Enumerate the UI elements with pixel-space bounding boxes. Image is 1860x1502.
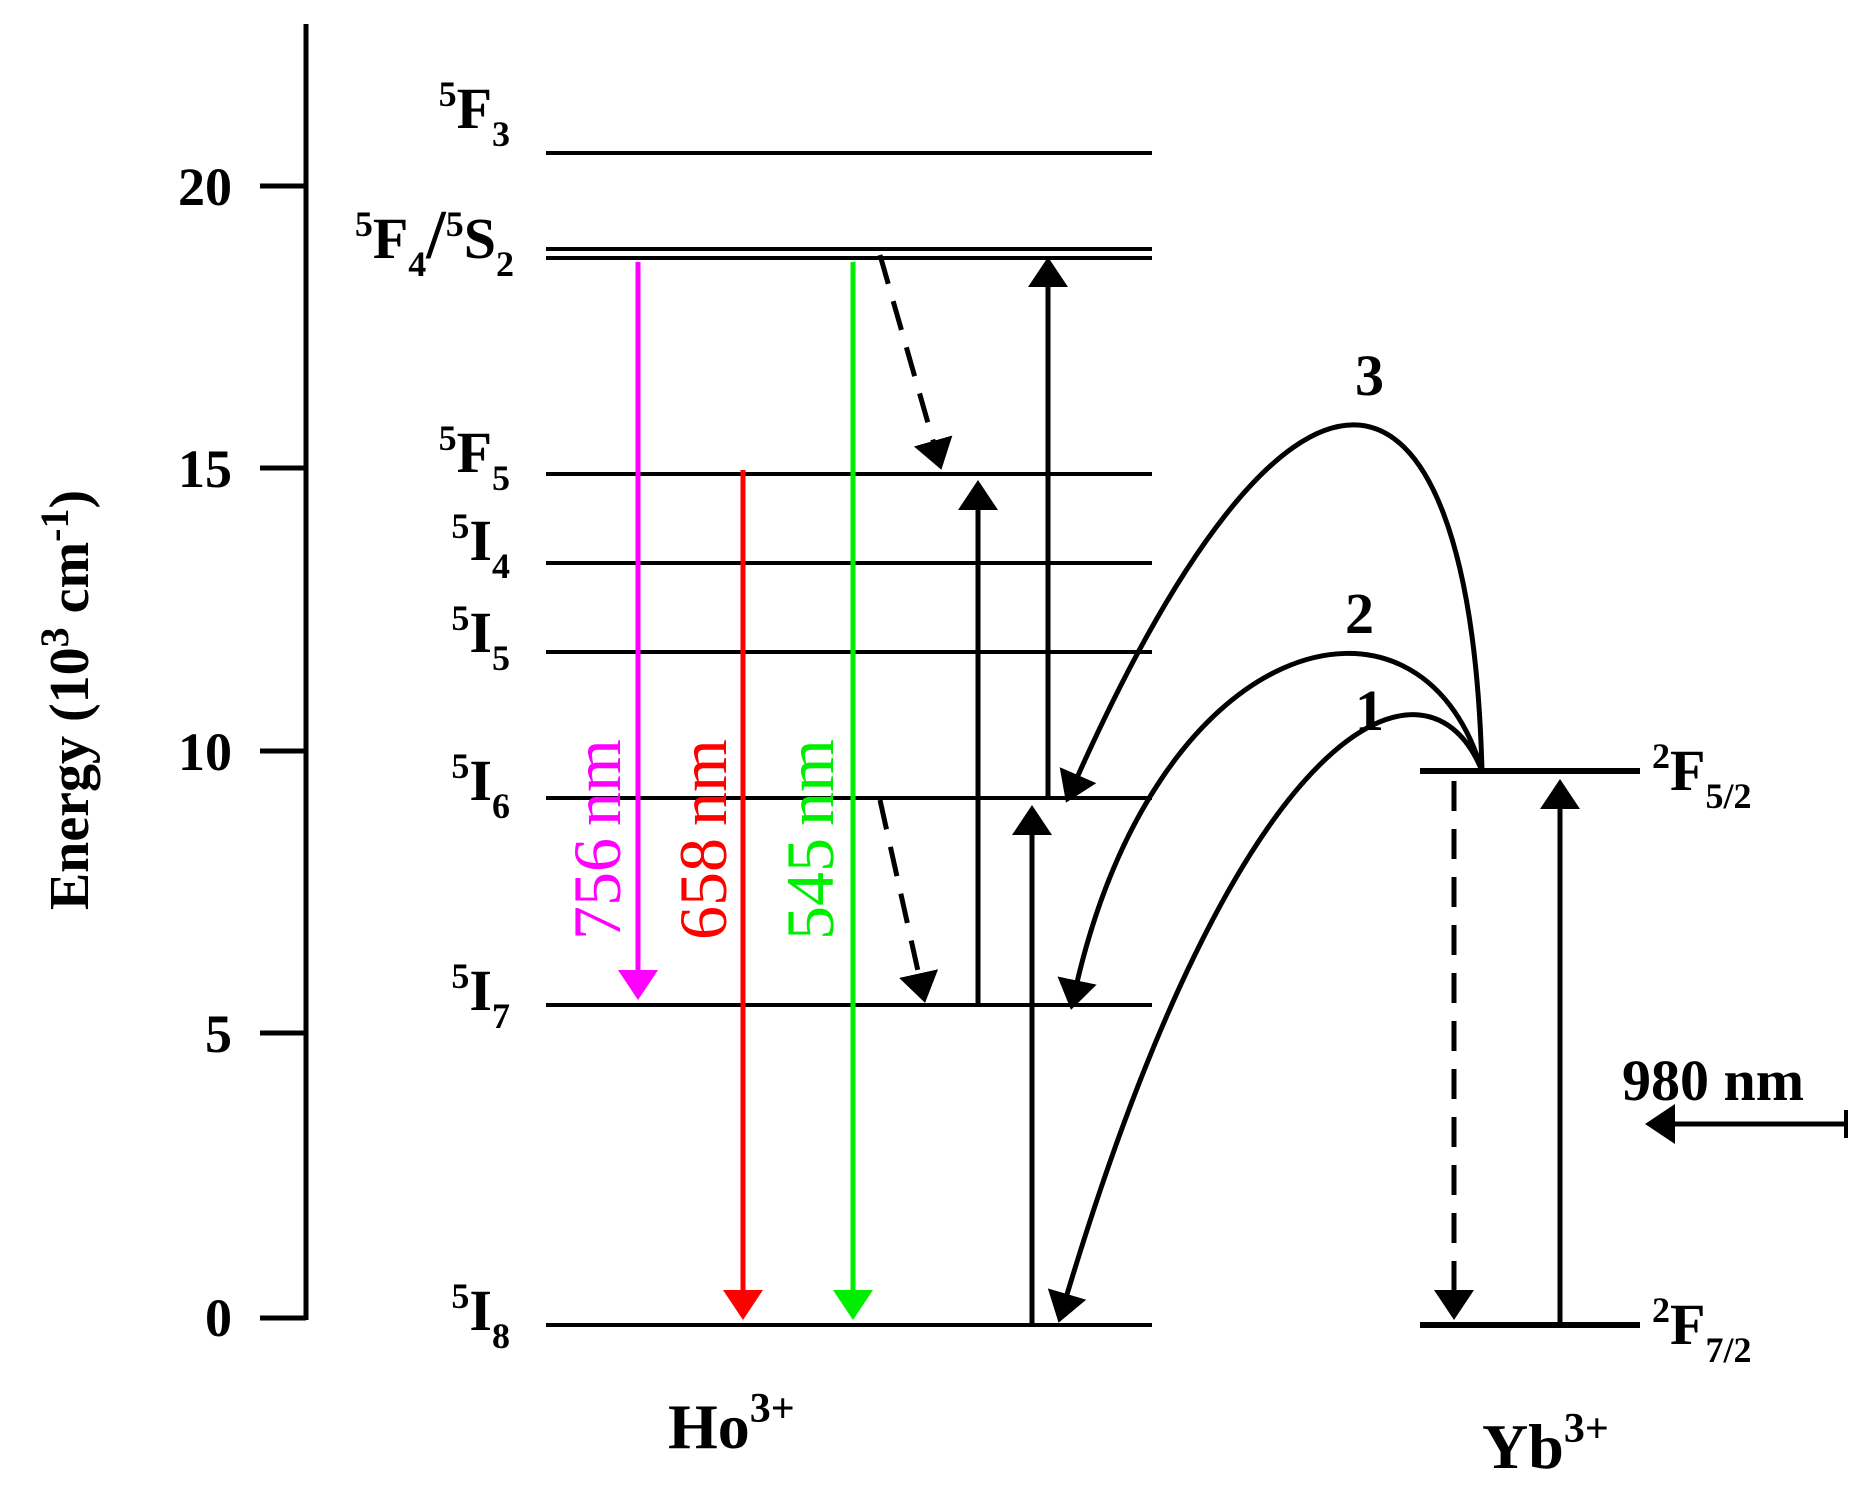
label-5I7: 5I7 (451, 956, 510, 1036)
emission-label-756: 756nm (559, 739, 635, 940)
label-5I6: 5I6 (451, 746, 510, 826)
energy-transfer-curve-2 (1057, 650, 1485, 1010)
label-2F7-2: 2F7/2 (1652, 1290, 1751, 1370)
relaxation-arrow-5I6-5I7 (877, 799, 939, 1003)
y-tick-label-0: 0 (205, 1288, 232, 1348)
transfer-label-2: 2 (1345, 581, 1374, 646)
label-5F3: 5F3 (439, 74, 510, 154)
label-5F4-5S2: 5F4/5S2 (355, 197, 514, 284)
energy-transfer-curve-1 (1047, 712, 1485, 1323)
y-axis-title: Energy (103 cm-1) (32, 490, 101, 910)
emission-label-545: 545nm (772, 739, 848, 940)
y-tick-label-5: 5 (205, 1004, 232, 1064)
ion-label-ho: Ho3+ (668, 1386, 795, 1462)
label-5I4: 5I4 (451, 506, 510, 586)
transfer-label-3: 3 (1355, 343, 1384, 408)
y-tick-label-20: 20 (178, 157, 232, 217)
energy-transfer-curve-3 (1059, 422, 1485, 803)
label-5F5: 5F5 (439, 418, 510, 498)
label-5I8: 5I8 (451, 1276, 510, 1356)
emission-label-658: 658nm (665, 739, 741, 940)
label-2F5-2: 2F5/2 (1652, 736, 1751, 816)
excitation-label: 980 nm (1622, 1048, 1804, 1113)
y-tick-label-15: 15 (178, 439, 232, 499)
relaxation-arrow-5S2-5F5 (877, 254, 953, 470)
ion-label-yb: Yb3+ (1482, 1406, 1609, 1482)
label-5I5: 5I5 (451, 598, 510, 678)
transfer-label-1: 1 (1355, 678, 1384, 743)
y-tick-label-10: 10 (178, 722, 232, 782)
